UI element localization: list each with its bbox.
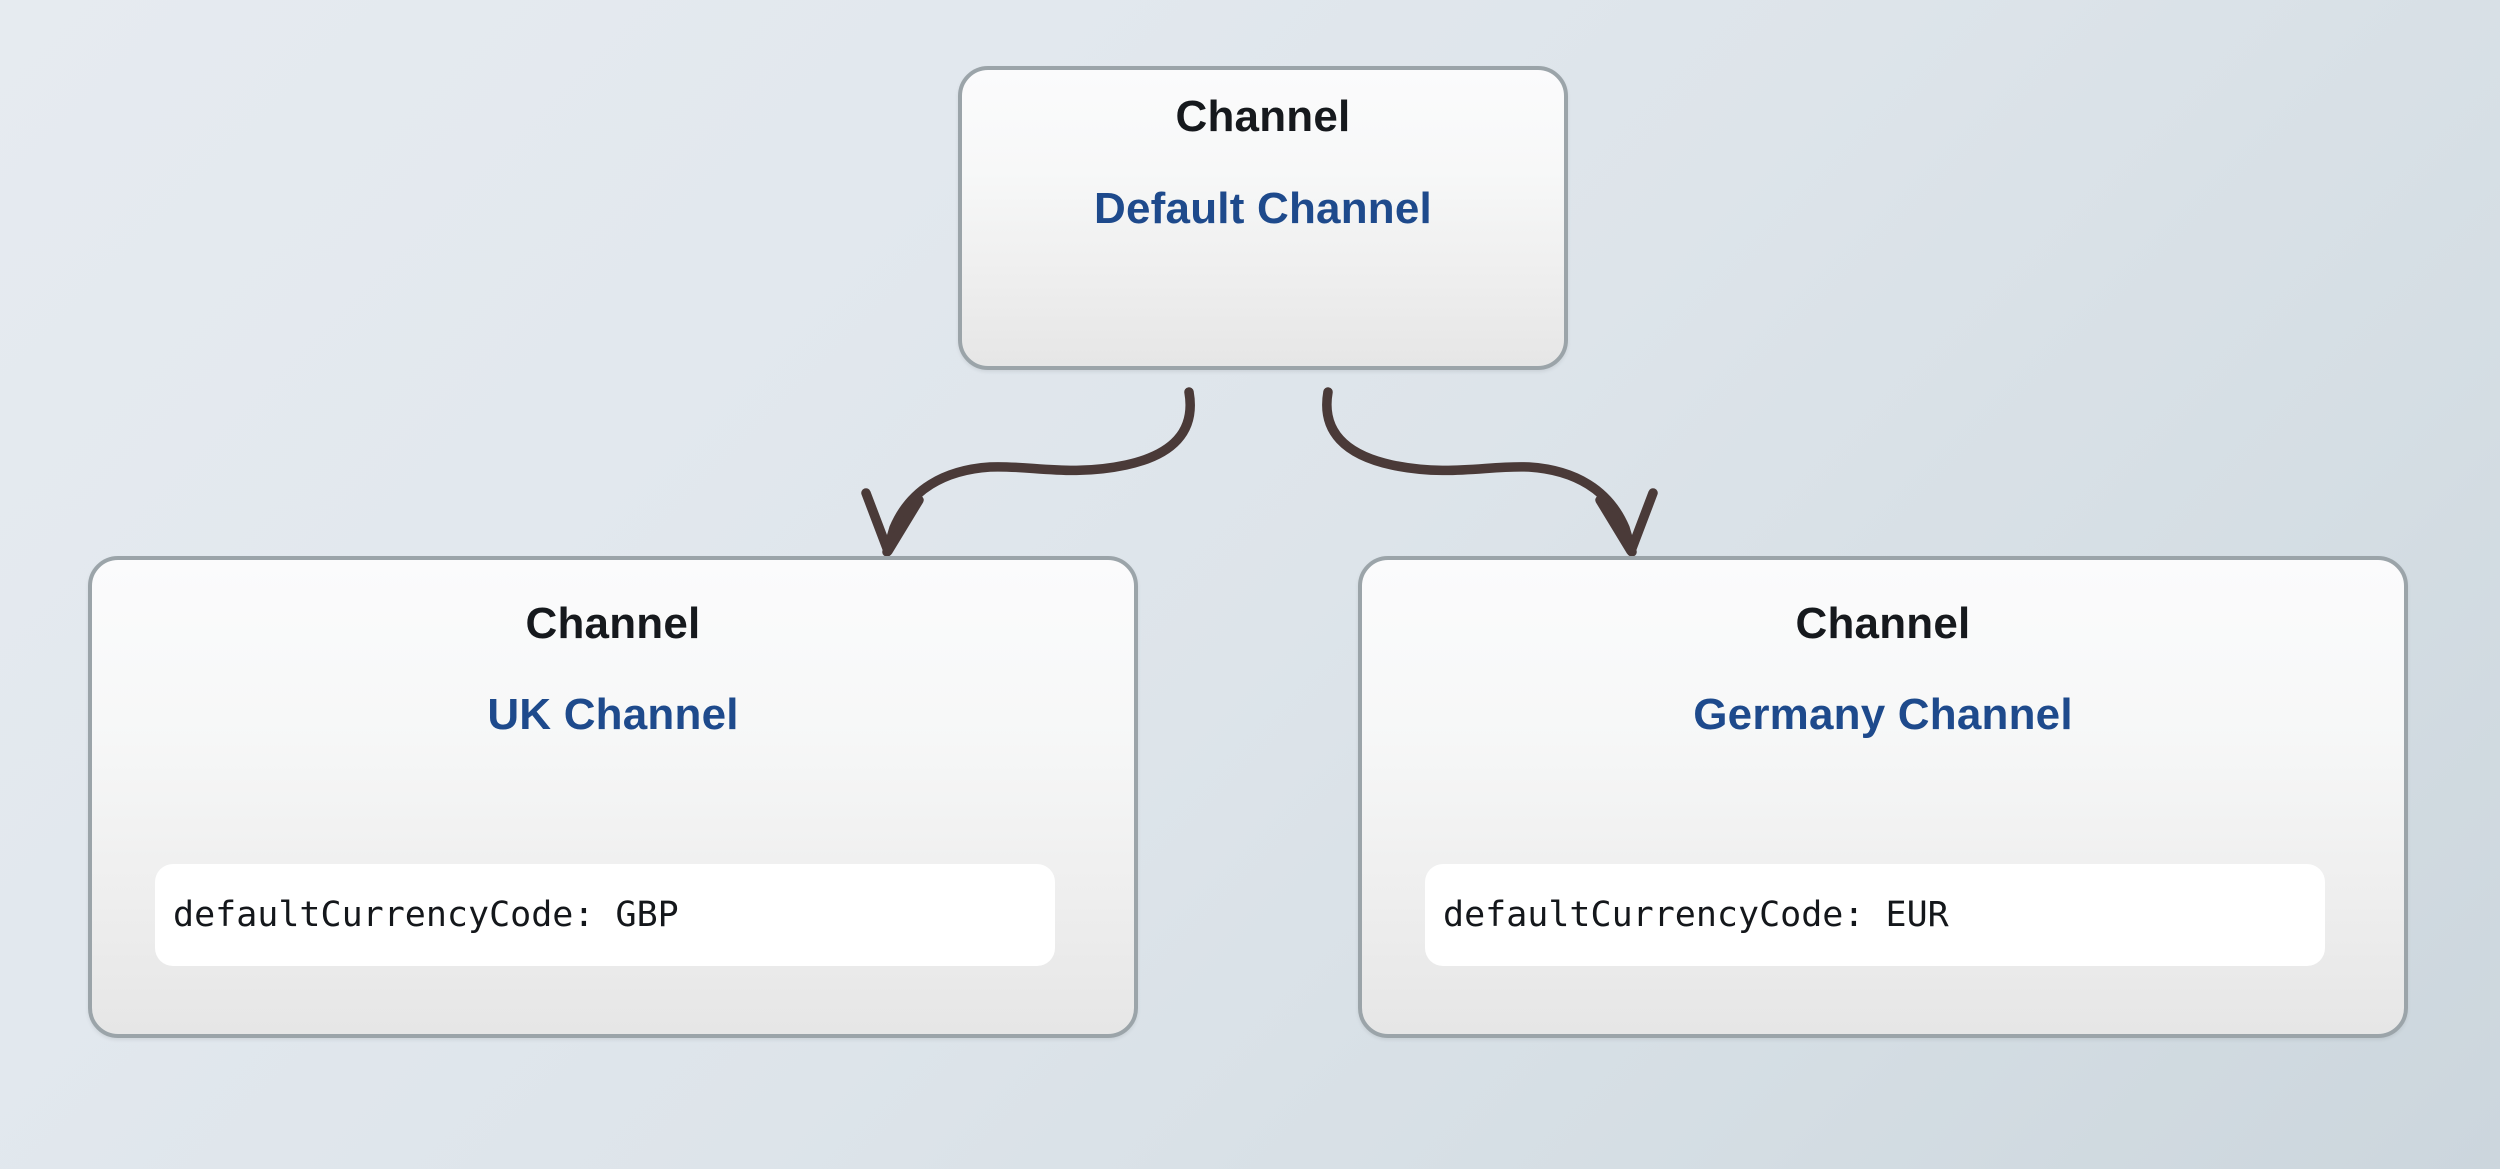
node-name-label: Germany Channel [1693,690,2073,739]
edge-root-to-left-arrowhead [861,488,924,556]
node-type-label: Channel [525,599,701,648]
node-type-label: Channel [1795,599,1971,648]
node-name-label: UK Channel [487,690,739,739]
node-germany-channel[interactable]: Channel Germany Channel defaultCurrencyC… [1358,556,2408,1038]
edge-root-to-right [1322,387,1637,557]
node-uk-channel[interactable]: Channel UK Channel defaultCurrencyCode: … [88,556,1138,1038]
property-text: defaultCurrencyCode: EUR [1443,895,1949,935]
node-name-label: Default Channel [1094,184,1432,233]
property-chip[interactable]: defaultCurrencyCode: GBP [155,864,1055,966]
node-type-label: Channel [1175,92,1351,141]
property-text: defaultCurrencyCode: GBP [173,895,679,935]
property-chip[interactable]: defaultCurrencyCode: EUR [1425,864,2325,966]
node-default-channel[interactable]: Channel Default Channel [958,66,1568,370]
edge-root-to-right-arrowhead [1595,488,1658,556]
edge-root-to-left [882,387,1195,557]
